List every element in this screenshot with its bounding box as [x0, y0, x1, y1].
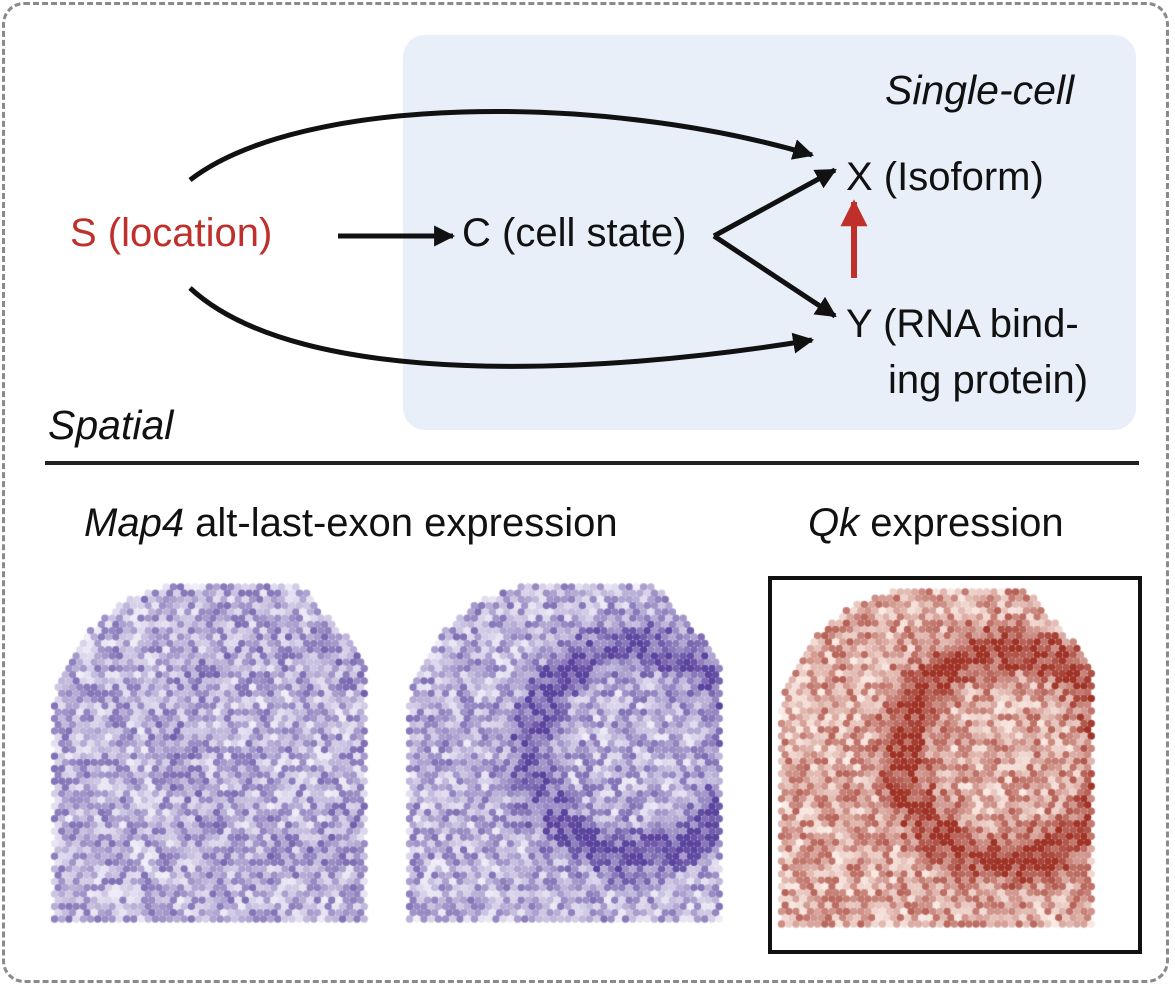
map4-gene-name: Map4 [84, 501, 185, 545]
map4-spatial-map-1 [45, 575, 375, 945]
arrow-c-to-x [712, 167, 837, 239]
arrow-s-to-x [188, 109, 815, 182]
qk-panel-title: Qk expression [808, 503, 1064, 543]
spatial-label: Spatial [48, 402, 174, 448]
map4-spatial-map-2 [400, 575, 730, 945]
node-c-cell-state: C (cell state) [462, 211, 687, 255]
section-divider [45, 461, 1139, 465]
qk-title-rest: expression [859, 501, 1064, 545]
qk-spatial-map [772, 580, 1138, 950]
node-s-location: S (location) [70, 211, 273, 255]
map4-title-rest: alt-last-exon expression [184, 501, 618, 545]
single-cell-label: Single-cell [885, 67, 1075, 113]
qk-gene-name: Qk [808, 501, 860, 545]
node-y-line-1: Y (RNA bind- [846, 302, 1079, 346]
causal-arrows [188, 109, 868, 369]
arrow-s-to-y [188, 286, 815, 369]
qk-panel-frame [768, 576, 1142, 954]
map4-panel-title: Map4 alt-last-exon expression [84, 503, 618, 543]
node-x-isoform: X (Isoform) [846, 155, 1044, 199]
arrow-c-to-y [712, 233, 837, 319]
node-y-line-2: ing protein) [888, 358, 1089, 402]
